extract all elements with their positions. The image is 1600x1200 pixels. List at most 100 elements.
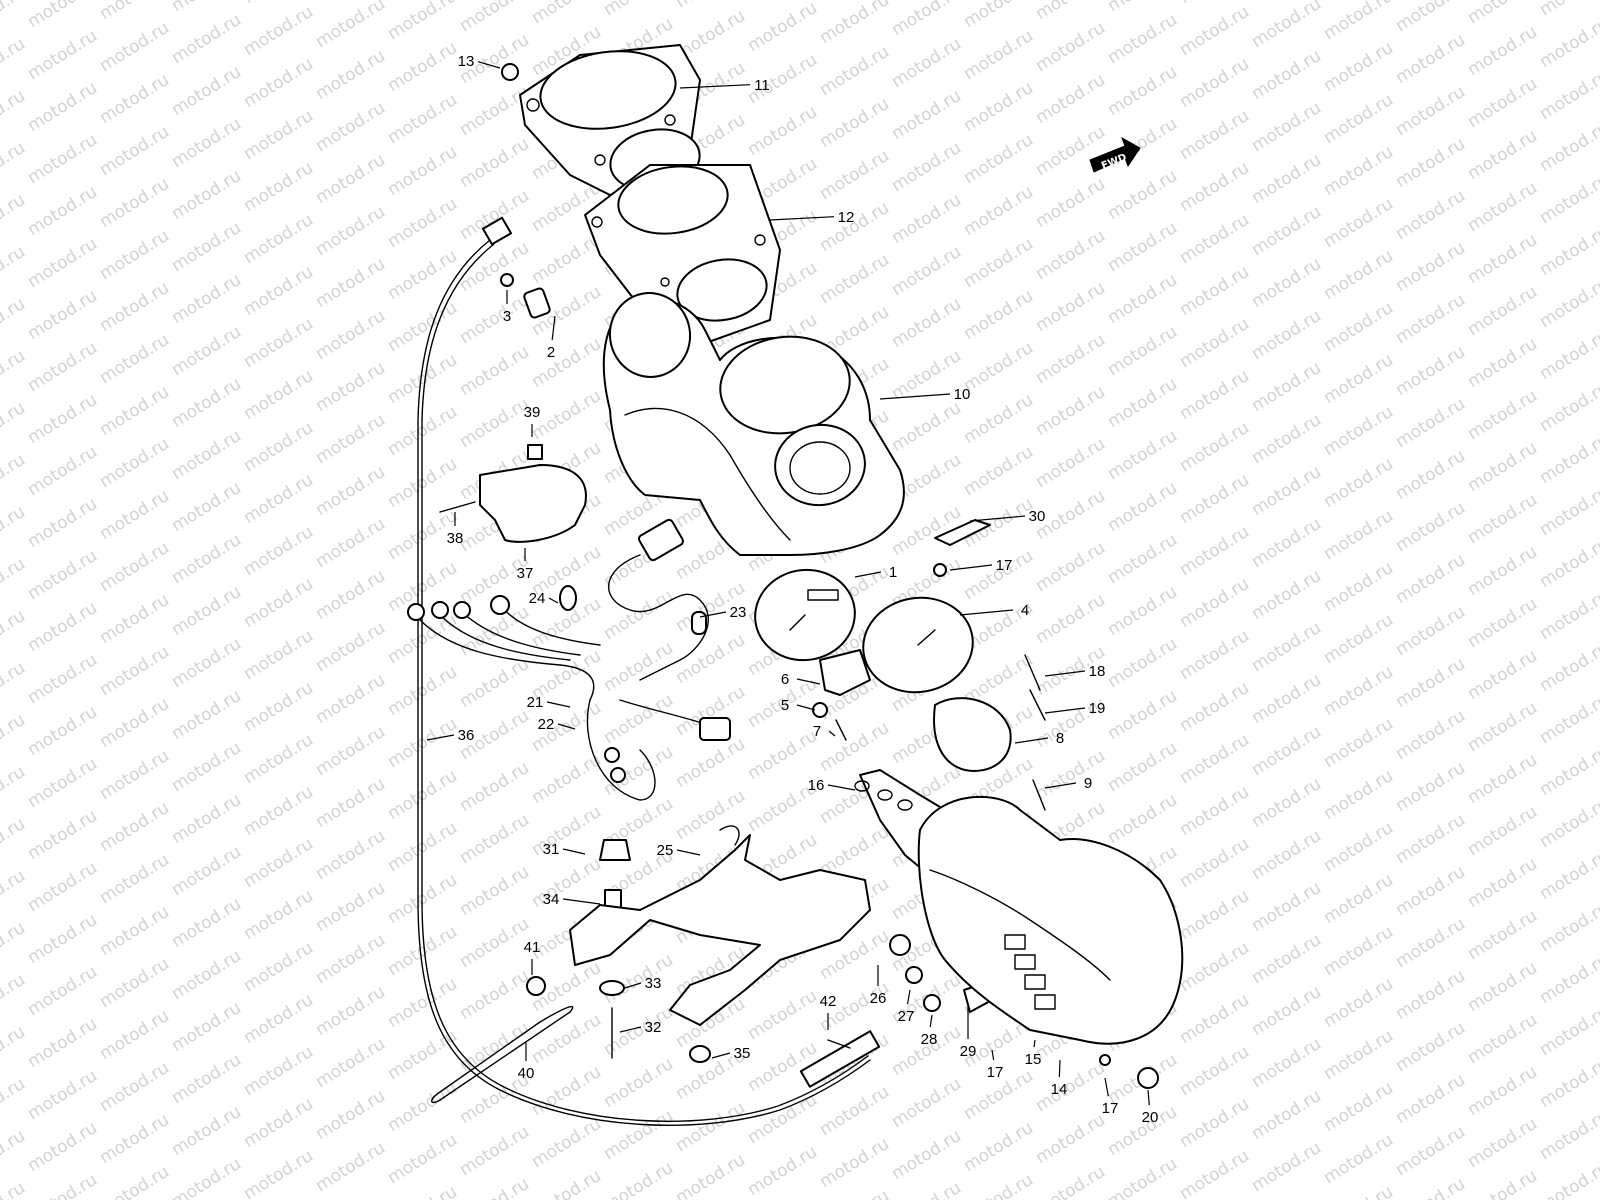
watermark-text: motod.ru bbox=[1320, 1078, 1397, 1136]
watermark-text: motod.ru bbox=[1248, 254, 1325, 312]
watermark-text: motod.ru bbox=[168, 218, 245, 276]
watermark-text: motod.ru bbox=[312, 462, 389, 520]
watermark-text: motod.ru bbox=[96, 642, 173, 700]
leader-line bbox=[562, 898, 601, 905]
watermark-text: motod.ru bbox=[240, 54, 317, 112]
watermark-text: motod.ru bbox=[384, 298, 461, 356]
watermark-text: motod.ru bbox=[0, 398, 29, 456]
watermark-text: motod.ru bbox=[528, 1010, 605, 1068]
watermark-text: motod.ru bbox=[1248, 930, 1325, 988]
watermark-text: motod.ru bbox=[528, 334, 605, 392]
watermark-text: motod.ru bbox=[1176, 938, 1253, 996]
callout-34: 34 bbox=[543, 891, 560, 908]
watermark-text: motod.ru bbox=[1176, 106, 1253, 164]
leader-line bbox=[929, 1014, 933, 1028]
watermark-text: motod.ru bbox=[528, 1114, 605, 1172]
watermark-text: motod.ru bbox=[960, 26, 1037, 84]
leader-line bbox=[796, 678, 821, 685]
watermark-text: motod.ru bbox=[384, 194, 461, 252]
leader-lines bbox=[426, 61, 1150, 1106]
watermark-text: motod.ru bbox=[312, 1086, 389, 1144]
watermark-text: motod.ru bbox=[960, 130, 1037, 188]
callout-18: 18 bbox=[1089, 663, 1106, 680]
watermark-text: motod.ru bbox=[456, 342, 533, 400]
watermark-text: motod.ru bbox=[1032, 382, 1109, 440]
watermark-text: motod.ru bbox=[1464, 698, 1541, 756]
watermark-text: motod.ru bbox=[240, 314, 317, 372]
watermark-text: motod.ru bbox=[312, 410, 389, 468]
watermark-text: motod.ru bbox=[888, 398, 965, 456]
watermark-text: motod.ru bbox=[1176, 470, 1253, 528]
watermark-text: motod.ru bbox=[1032, 278, 1109, 336]
watermark-text: motod.ru bbox=[1176, 886, 1253, 944]
watermark-text: motod.ru bbox=[240, 470, 317, 528]
watermark-text: motod.ru bbox=[312, 722, 389, 780]
watermark-text: motod.ru bbox=[384, 1078, 461, 1136]
watermark-text: motod.ru bbox=[1464, 22, 1541, 80]
watermark-text: motod.ru bbox=[1032, 226, 1109, 284]
watermark-text: motod.ru bbox=[888, 86, 965, 144]
watermark-text: motod.ru bbox=[24, 390, 101, 448]
watermark-text: motod.ru bbox=[384, 142, 461, 200]
watermark-text: motod.ru bbox=[1536, 482, 1600, 540]
leader-line bbox=[906, 989, 911, 1005]
watermark-text: motod.ru bbox=[1248, 618, 1325, 676]
watermark-text: motod.ru bbox=[1104, 166, 1181, 224]
callout-36: 36 bbox=[458, 727, 475, 744]
watermark-text: motod.ru bbox=[96, 18, 173, 76]
watermark-text: motod.ru bbox=[744, 986, 821, 1044]
watermark-text: motod.ru bbox=[1320, 922, 1397, 980]
watermark-text: motod.ru bbox=[960, 78, 1037, 136]
watermark-text: motod.ru bbox=[1392, 342, 1469, 400]
watermark-text: motod.ru bbox=[1536, 794, 1600, 852]
watermark-text: motod.ru bbox=[0, 762, 29, 820]
watermark-text: motod.ru bbox=[240, 574, 317, 632]
watermark-text: motod.ru bbox=[1464, 334, 1541, 392]
watermark-text: motod.ru bbox=[1248, 514, 1325, 572]
watermark-text: motod.ru bbox=[1104, 10, 1181, 68]
watermark-text: motod.ru bbox=[1392, 758, 1469, 816]
watermark-text: motod.ru bbox=[1032, 18, 1109, 76]
watermark-text: motod.ru bbox=[0, 606, 29, 664]
watermark-text: motod.ru bbox=[1536, 118, 1600, 176]
callout-1: 1 bbox=[889, 564, 897, 581]
watermark-text: motod.ru bbox=[1392, 82, 1469, 140]
leader-line bbox=[828, 730, 836, 737]
watermark-text: motod.ru bbox=[888, 1074, 965, 1132]
watermark-text: motod.ru bbox=[1176, 782, 1253, 840]
watermark-text: motod.ru bbox=[312, 98, 389, 156]
leader-line bbox=[1044, 707, 1086, 714]
watermark-text: motod.ru bbox=[0, 1178, 29, 1200]
watermark-text: motod.ru bbox=[1248, 410, 1325, 468]
watermark-text: motod.ru bbox=[456, 1122, 533, 1180]
watermark-text: motod.ru bbox=[1392, 654, 1469, 712]
watermark-text: motod.ru bbox=[816, 94, 893, 152]
watermark-text: motod.ru bbox=[24, 806, 101, 864]
watermark-text: motod.ru bbox=[240, 366, 317, 424]
watermark-text: motod.ru bbox=[1464, 1114, 1541, 1172]
watermark-text: motod.ru bbox=[312, 774, 389, 832]
watermark-text: motod.ru bbox=[600, 690, 677, 748]
watermark-text: motod.ru bbox=[1176, 730, 1253, 788]
watermark-text: motod.ru bbox=[1464, 958, 1541, 1016]
leader-line bbox=[624, 982, 642, 989]
callout-24: 24 bbox=[529, 590, 546, 607]
leader-line bbox=[959, 609, 1014, 616]
watermark-text: motod.ru bbox=[240, 522, 317, 580]
watermark-text: motod.ru bbox=[1176, 1146, 1253, 1200]
leader-line bbox=[827, 784, 856, 791]
watermark-text: motod.ru bbox=[1392, 550, 1469, 608]
watermark-text: motod.ru bbox=[1104, 426, 1181, 484]
watermark-text: motod.ru bbox=[1248, 774, 1325, 832]
watermark-text: motod.ru bbox=[312, 514, 389, 572]
callout-38: 38 bbox=[447, 530, 464, 547]
callout-14: 14 bbox=[1051, 1081, 1068, 1098]
watermark-text: motod.ru bbox=[1320, 714, 1397, 772]
watermark-text: motod.ru bbox=[1320, 454, 1397, 512]
watermark-text: motod.ru bbox=[1392, 134, 1469, 192]
watermark-text: motod.ru bbox=[1464, 906, 1541, 964]
leader-line bbox=[854, 571, 882, 578]
watermark-text: motod.ru bbox=[96, 330, 173, 388]
watermark-text: motod.ru bbox=[1176, 678, 1253, 736]
